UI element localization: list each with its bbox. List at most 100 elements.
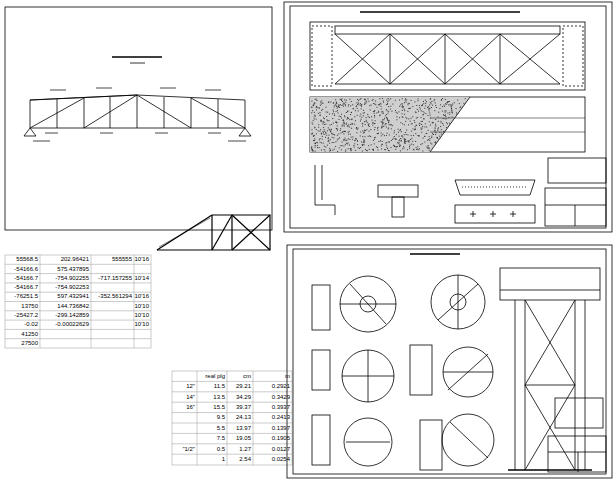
hatch-dot — [325, 132, 326, 133]
hatch-dot — [314, 140, 315, 141]
hatch-dot — [441, 99, 442, 100]
hatch-dot — [393, 138, 394, 139]
hatch-dot — [389, 120, 390, 121]
hatch-dot — [332, 150, 333, 151]
hatch-dot — [349, 126, 350, 127]
hatch-dot — [343, 103, 344, 104]
hatch-dot — [449, 101, 450, 102]
hatch-dot — [329, 148, 330, 149]
table-grid — [5, 255, 151, 348]
hatch-dot — [399, 145, 400, 146]
hatch-dot — [439, 132, 440, 133]
hatch-dot — [432, 122, 433, 123]
hatch-dot — [437, 138, 438, 139]
table-cell: 34.29 — [227, 394, 251, 401]
hatch-dot — [328, 101, 329, 102]
hatch-dot — [333, 137, 334, 138]
hatch-dot — [336, 111, 337, 112]
hatch-dot — [312, 110, 313, 111]
hatch-dot — [316, 133, 317, 134]
hatch-dot — [345, 131, 346, 132]
hatch-dot — [438, 112, 439, 113]
hatch-dot — [343, 106, 344, 107]
hatch-dot — [355, 110, 356, 111]
hatch-dot — [342, 126, 343, 127]
hatch-dot — [344, 122, 345, 123]
hatch-dot — [359, 99, 360, 100]
hatch-dot — [388, 127, 389, 129]
hatch-dot — [356, 128, 357, 129]
table-cell: 11.5 — [197, 383, 225, 390]
hatch-dot — [368, 125, 369, 126]
title-block — [548, 398, 606, 472]
table-cell: 0.3937 — [253, 404, 290, 411]
hatch-dot — [430, 143, 431, 144]
hatch-dot — [320, 142, 321, 143]
hatch-dot — [382, 134, 383, 135]
hatch-dot — [419, 107, 420, 108]
hatch-dot — [343, 139, 344, 140]
hatch-dot — [323, 117, 324, 118]
hatch-dot — [411, 131, 412, 132]
hatch-dot — [377, 150, 378, 151]
hatch-dot — [356, 106, 357, 107]
hatch-dot — [413, 144, 414, 145]
hatch-dot — [398, 143, 399, 144]
hatch-dot — [325, 124, 326, 125]
hatch-dot — [358, 103, 359, 104]
table-cell: 7.5 — [197, 435, 225, 442]
table-cell: 1.27 — [227, 446, 251, 453]
hatch-dot — [446, 110, 447, 111]
hatch-dot — [338, 107, 339, 108]
hatch-dot — [378, 104, 379, 105]
hatch-dot — [435, 132, 436, 133]
hatch-dot — [445, 103, 446, 104]
hatch-dot — [371, 116, 372, 117]
joint-details — [312, 254, 494, 470]
hatch-dot — [364, 132, 365, 133]
hatch-dot — [386, 126, 387, 127]
hatch-dot — [429, 121, 430, 122]
hatch-dot — [409, 148, 410, 149]
hatch-dot — [405, 132, 406, 133]
hatch-dot — [387, 104, 388, 105]
hatch-dot — [327, 130, 328, 131]
table-cell: 10'10 — [134, 303, 149, 310]
hatch-dot — [375, 104, 376, 105]
hatch-dot — [319, 147, 320, 148]
hatch-dot — [411, 123, 412, 124]
hatch-dot — [379, 98, 380, 99]
hatch-dot — [321, 120, 322, 121]
hatch-dot — [315, 143, 316, 144]
hatch-dot — [443, 131, 444, 132]
hatch-dot — [378, 141, 379, 142]
hatch-dot — [357, 140, 358, 141]
hatch-dot — [460, 107, 461, 108]
hatch-dot — [313, 120, 314, 121]
hatch-dot — [406, 141, 407, 142]
hatch-dot — [449, 123, 450, 124]
hatch-dot — [329, 129, 330, 130]
hatch-dot — [361, 117, 362, 118]
table-cell: 10'10 — [134, 321, 149, 328]
hatch-dot — [408, 141, 409, 142]
hatch-dot — [313, 135, 314, 136]
hatch-dot — [452, 116, 453, 117]
hatch-dot — [437, 128, 438, 129]
hatch-dot — [387, 118, 388, 119]
hatch-dot — [328, 141, 329, 142]
hatch-dot — [364, 140, 365, 141]
hatch-dot — [336, 103, 337, 104]
hatch-dot — [363, 133, 364, 134]
hatch-dot — [406, 134, 407, 135]
hatch-dot — [355, 120, 356, 121]
hatch-dot — [348, 143, 349, 144]
hatch-dot — [374, 129, 375, 130]
hatch-dot — [336, 128, 337, 129]
hatch-dot — [313, 105, 314, 106]
hatch-dot — [399, 136, 400, 137]
truss-elevation — [24, 57, 251, 141]
hatch-dot — [433, 122, 434, 123]
hatch-dot — [418, 98, 419, 99]
hatch-dot — [425, 103, 426, 104]
